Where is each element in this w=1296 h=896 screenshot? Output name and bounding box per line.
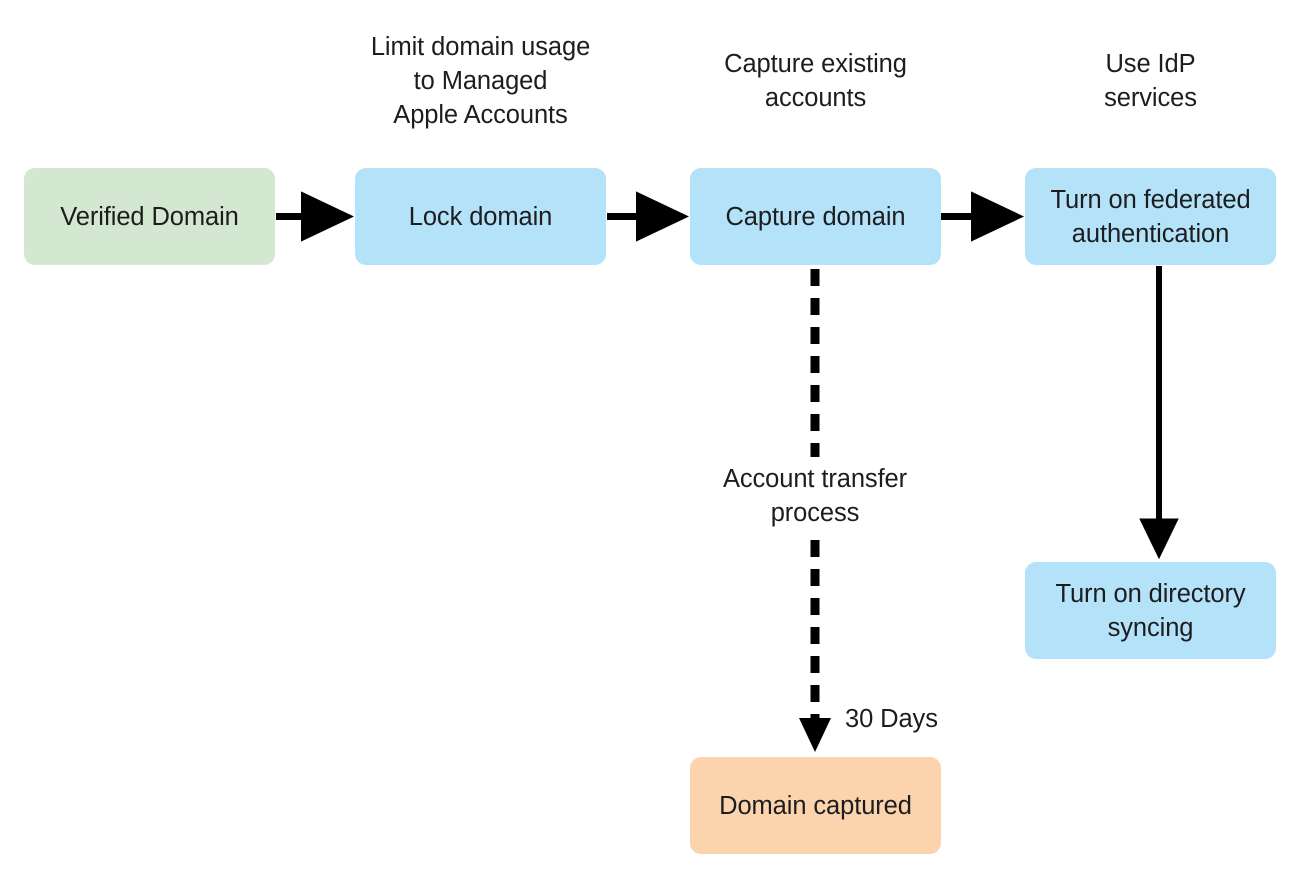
- edge-label-account-transfer-process: Account transfer process: [722, 465, 908, 527]
- caption-lock-domain: Limit domain usage to Managed Apple Acco…: [370, 33, 591, 129]
- node-verified-domain[interactable]: Verified Domain: [24, 168, 275, 265]
- edge-capture-to-domain-captured-arrowhead: [799, 718, 831, 752]
- node-capture-domain[interactable]: Capture domain: [690, 168, 941, 265]
- node-turn-on-directory-syncing[interactable]: Turn on directory syncing: [1025, 562, 1276, 659]
- edge-label-30-days: 30 Days: [845, 705, 938, 733]
- node-turn-on-federated-authentication[interactable]: Turn on federated authentication: [1025, 168, 1276, 265]
- caption-federated-auth: Use IdP services: [1104, 50, 1197, 112]
- node-domain-captured[interactable]: Domain captured: [690, 757, 941, 854]
- caption-capture-domain: Capture existing accounts: [724, 50, 907, 112]
- node-lock-domain[interactable]: Lock domain: [355, 168, 606, 265]
